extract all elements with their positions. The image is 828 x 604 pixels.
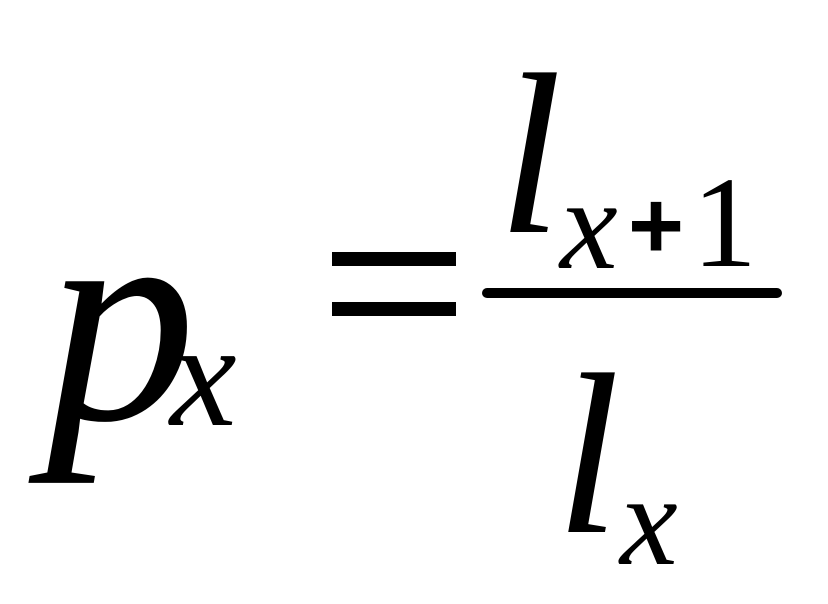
lhs-subscript-x: x — [170, 292, 237, 458]
denominator-subscript-x: x — [620, 449, 678, 593]
equals-sign — [332, 252, 456, 316]
lhs-variable-p: p — [46, 152, 196, 484]
numerator-subscript-plus: + — [628, 172, 685, 279]
equals-bar-bottom — [332, 302, 456, 316]
numerator-variable-l: l — [498, 27, 562, 282]
numerator-subscript-x: x — [560, 153, 618, 297]
fraction-bar — [482, 288, 782, 298]
numerator-subscript-one: 1 — [692, 151, 757, 295]
denominator-variable-l: l — [556, 327, 620, 582]
equals-bar-top — [332, 252, 456, 266]
